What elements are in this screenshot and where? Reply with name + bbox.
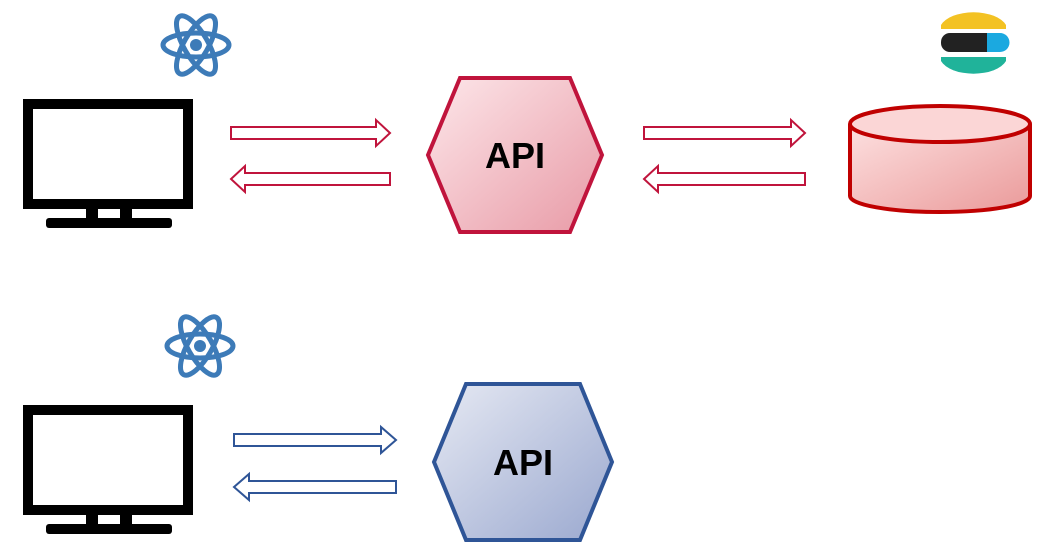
request-arrow-right — [230, 117, 392, 149]
api-label: API — [485, 135, 545, 176]
database-cylinder-icon — [848, 104, 1032, 214]
monitor-icon — [28, 104, 188, 228]
top-row: API — [28, 10, 1032, 234]
request-arrow-right — [233, 424, 398, 456]
response-arrow-left — [229, 163, 391, 195]
query-arrow-right — [643, 117, 807, 149]
api-label: API — [493, 442, 553, 483]
api-hexagon: API — [425, 76, 605, 234]
bottom-row: API — [28, 311, 615, 542]
elastic-logo-icon — [941, 12, 1010, 74]
result-arrow-left — [642, 163, 806, 195]
react-atom-icon — [167, 311, 233, 380]
monitor-icon — [28, 410, 188, 534]
api-hexagon: API — [431, 382, 615, 542]
react-atom-icon — [163, 10, 229, 79]
response-arrow-left — [232, 471, 397, 503]
